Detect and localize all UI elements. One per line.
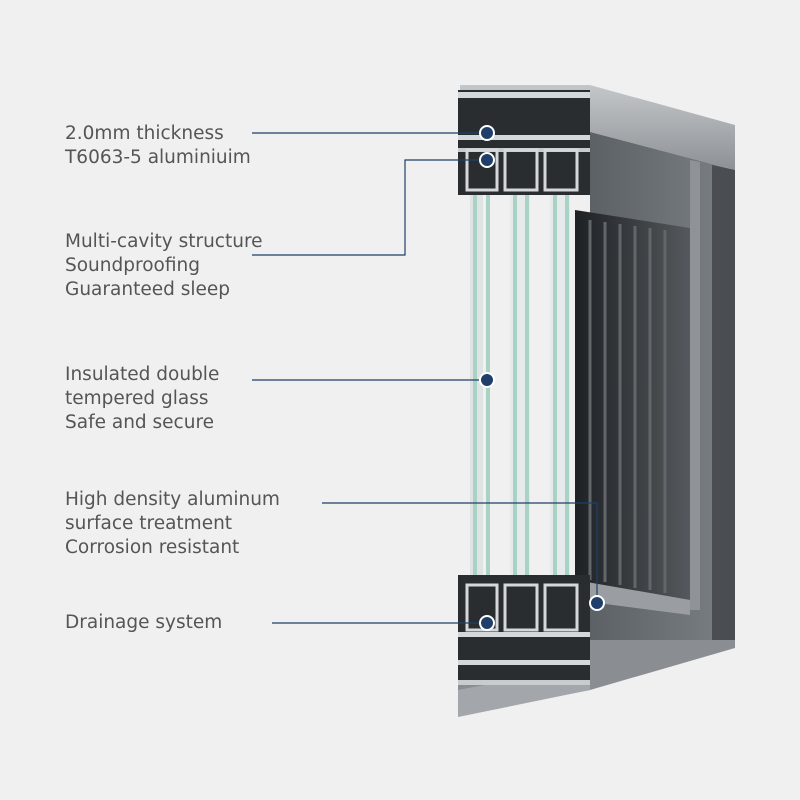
top-profile-section [458,90,590,195]
callout-line: 2.0mm thickness [65,123,224,144]
top-profile-wall [458,135,590,140]
callout-line: Insulated double [65,364,220,385]
top-profile-wall [458,92,590,98]
callout-line: High density aluminum [65,489,280,510]
bottom-chambers [465,583,579,632]
circle-dot-icon [479,152,495,168]
bottom-profile-wall [458,680,590,685]
callout-line: Corrosion resistant [65,537,240,558]
callout-line: tempered glass [65,388,209,409]
callout-aluminum: High density aluminum surface treatment … [65,488,280,560]
interior-recess [575,210,690,600]
markers [479,125,605,631]
leader-lines [252,132,598,624]
callout-cavity: Multi-cavity structure Soundproofing Gua… [65,230,263,302]
callout-line: Guaranteed sleep [65,279,230,300]
circle-dot-icon [479,372,495,388]
frame-edge-rail-light [690,160,700,610]
bottom-profile-wall [458,660,590,665]
callout-line: Safe and secure [65,412,215,433]
frame-edge-rail [712,165,735,640]
callout-line: surface treatment [65,513,233,534]
glass-panes [470,195,570,575]
callout-line: Multi-cavity structure [65,231,263,252]
bottom-profile-wall [458,632,590,637]
interior-slats [588,220,667,593]
callout-drainage: Drainage system [65,611,222,635]
leader-line-cavity [252,159,487,256]
frame-inner-sill [575,580,690,615]
top-chambers [465,148,579,192]
circle-dot-icon [479,615,495,631]
callout-line: Soundproofing [65,255,200,276]
circle-dot-icon [479,125,495,141]
leader-line-aluminum [322,502,598,603]
callout-line: T6063-5 aluminiuim [65,147,251,168]
callout-thickness: 2.0mm thickness T6063-5 aluminiuim [65,122,251,170]
callout-line: Drainage system [65,612,223,633]
callout-glass: Insulated double tempered glass Safe and… [65,363,219,435]
circle-dot-icon [589,595,605,611]
